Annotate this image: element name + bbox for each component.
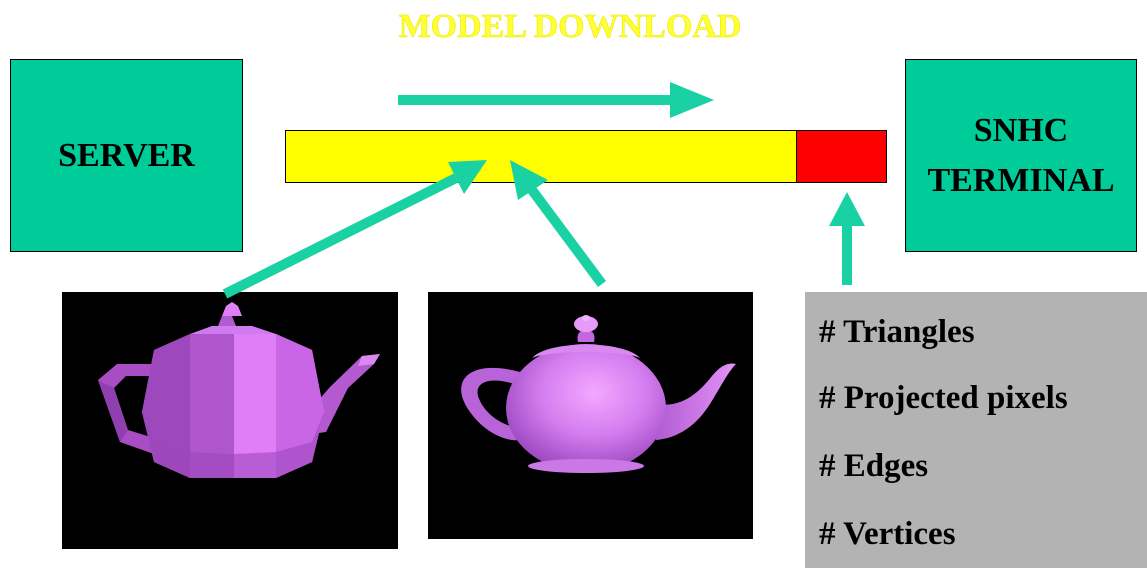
download-progress-remaining [797,131,886,182]
low-poly-teapot-image [62,292,398,549]
smooth-to-bar-arrow [510,160,607,287]
metric-triangles: # Triangles [819,314,975,350]
download-direction-arrow [398,82,714,118]
metrics-to-bar-arrow [829,192,865,285]
terminal-box: SNHC TERMINAL [905,59,1137,252]
low-poly-teapot-icon [98,302,380,478]
metric-edges: # Edges [819,448,929,484]
server-box: SERVER [10,59,243,252]
diagram-title: MODEL DOWNLOAD [398,8,742,46]
download-progress-bar [285,130,887,183]
metric-vertices: # Vertices [819,516,956,552]
low-poly-to-bar-arrow [222,160,487,299]
metric-projected-pixels: # Projected pixels [819,380,1068,416]
smooth-teapot-icon [461,315,736,473]
smooth-teapot-image [428,292,753,539]
download-progress-fill [286,131,797,182]
terminal-label: SNHC TERMINAL [927,112,1115,199]
server-label: SERVER [58,136,195,174]
metrics-panel: # Triangles # Projected pixels # Edges #… [805,292,1147,568]
